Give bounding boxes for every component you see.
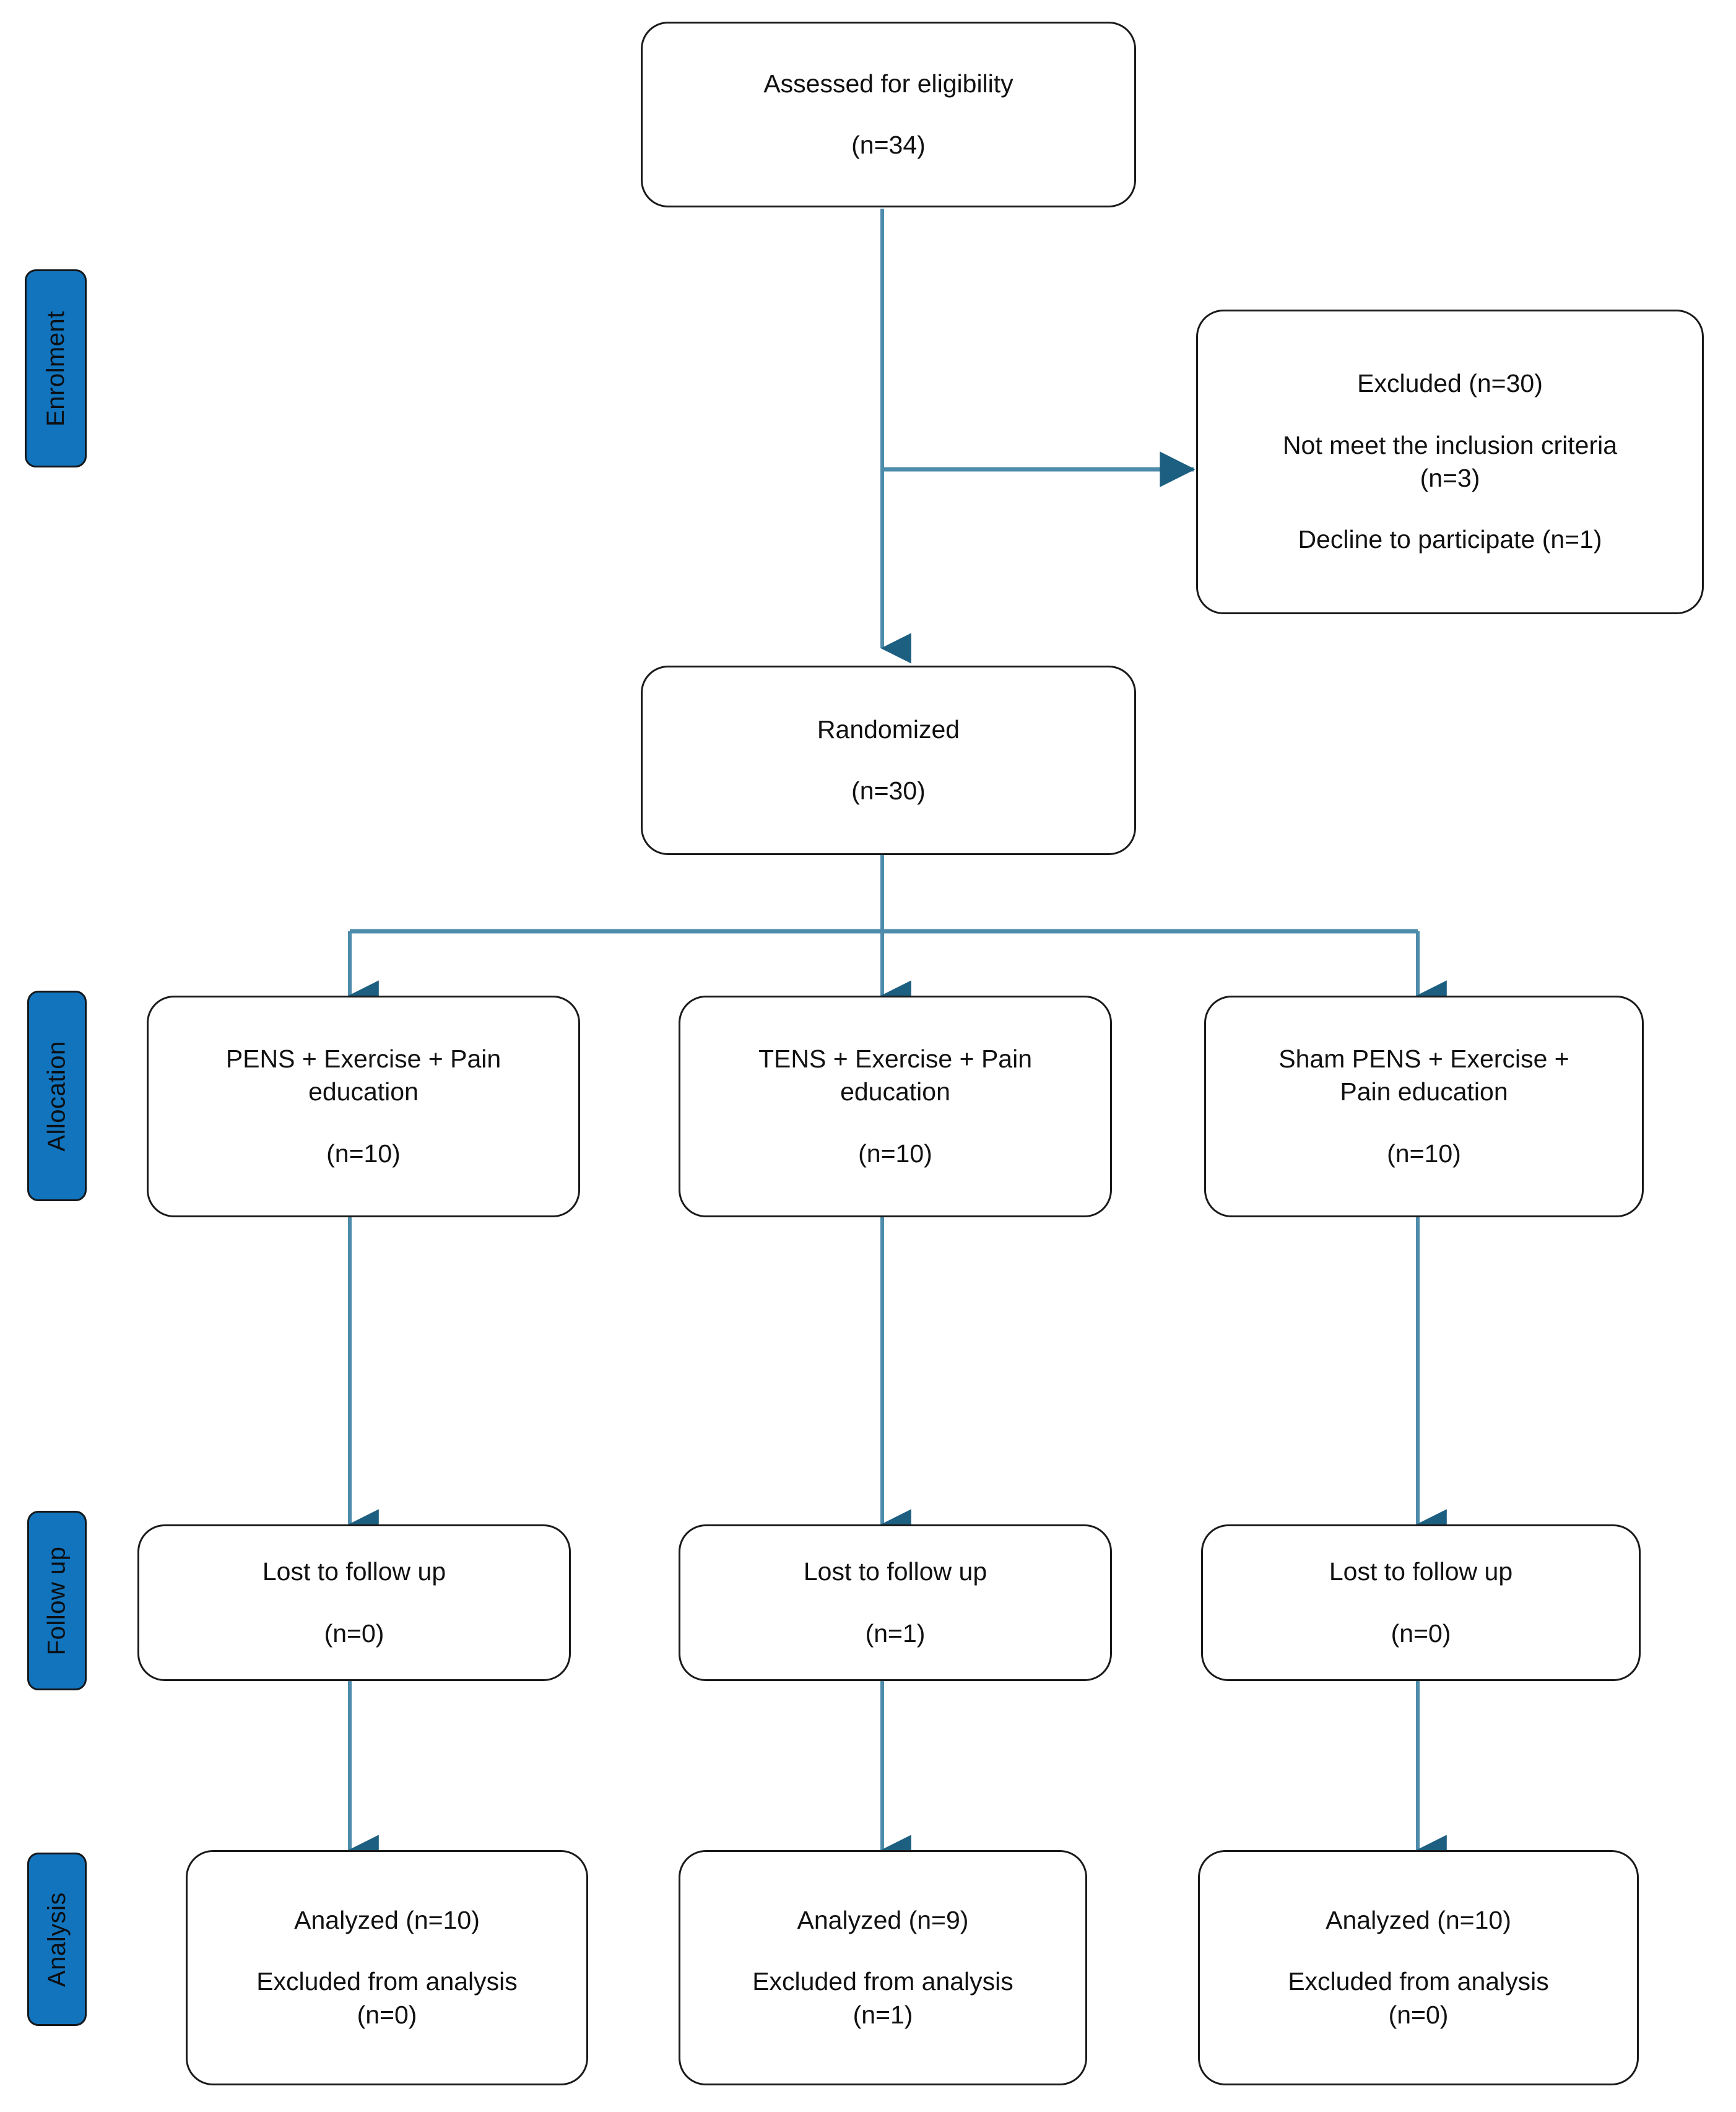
node-excluded-line1: Excluded (n=30) xyxy=(1357,369,1543,398)
node-randomized-line2: (n=30) xyxy=(851,776,926,805)
node-allocation-tens-line2: education xyxy=(840,1077,950,1106)
node-followup-pens-line2: (n=0) xyxy=(324,1619,384,1648)
stage-label-enrolment-text: Enrolment xyxy=(41,310,69,427)
stage-label-enrolment: Enrolment xyxy=(25,269,87,467)
node-analysis-pens-line3: (n=0) xyxy=(357,2000,417,2029)
node-followup-sham-line1: Lost to follow up xyxy=(1329,1557,1513,1586)
node-excluded-line3: (n=3) xyxy=(1420,464,1480,492)
node-analysis-sham-line2: Excluded from analysis xyxy=(1288,1967,1549,1996)
stage-label-analysis-text: Analysis xyxy=(43,1892,71,1987)
node-allocation-pens-line2: education xyxy=(308,1077,419,1106)
stage-label-follow-up: Follow up xyxy=(27,1511,87,1690)
node-followup-pens: Lost to follow up (n=0) xyxy=(137,1524,571,1681)
node-randomized: Randomized (n=30) xyxy=(641,666,1136,855)
stage-label-allocation-text: Allocation xyxy=(43,1040,71,1152)
node-analysis-sham-line3: (n=0) xyxy=(1388,2000,1449,2029)
node-allocation-pens: PENS + Exercise + Pain education (n=10) xyxy=(147,996,580,1217)
node-followup-tens: Lost to follow up (n=1) xyxy=(679,1524,1112,1681)
node-allocation-pens-line1: PENS + Exercise + Pain xyxy=(225,1045,501,1074)
node-analysis-pens-line1: Analyzed (n=10) xyxy=(294,1906,480,1935)
node-allocation-tens-line3: (n=10) xyxy=(858,1139,932,1168)
stage-label-follow-up-text: Follow up xyxy=(43,1546,71,1655)
node-assessed-line1: Assessed for eligibility xyxy=(763,69,1013,98)
node-followup-sham: Lost to follow up (n=0) xyxy=(1201,1524,1641,1681)
node-randomized-line1: Randomized xyxy=(817,715,960,744)
node-allocation-sham-line3: (n=10) xyxy=(1387,1139,1461,1168)
node-followup-tens-line2: (n=1) xyxy=(865,1619,926,1648)
node-followup-tens-line1: Lost to follow up xyxy=(803,1557,987,1586)
node-assessed-for-eligibility: Assessed for eligibility (n=34) xyxy=(641,22,1136,207)
node-allocation-pens-line3: (n=10) xyxy=(326,1139,401,1168)
stage-label-analysis: Analysis xyxy=(27,1853,87,2026)
node-allocation-tens: TENS + Exercise + Pain education (n=10) xyxy=(679,996,1112,1217)
node-followup-pens-line1: Lost to follow up xyxy=(262,1557,446,1586)
node-allocation-sham-line1: Sham PENS + Exercise + xyxy=(1278,1045,1569,1074)
node-followup-sham-line2: (n=0) xyxy=(1391,1619,1451,1648)
node-excluded: Excluded (n=30) Not meet the inclusion c… xyxy=(1196,310,1704,614)
node-excluded-line2: Not meet the inclusion criteria xyxy=(1282,430,1618,459)
node-analysis-tens-line1: Analyzed (n=9) xyxy=(797,1906,969,1935)
stage-label-allocation: Allocation xyxy=(27,991,87,1201)
node-analysis-sham-line1: Analyzed (n=10) xyxy=(1326,1906,1511,1935)
node-analysis-tens: Analyzed (n=9) Excluded from analysis (n… xyxy=(679,1850,1087,2085)
node-assessed-line2: (n=34) xyxy=(851,131,926,159)
node-analysis-pens: Analyzed (n=10) Excluded from analysis (… xyxy=(186,1850,588,2085)
node-analysis-tens-line2: Excluded from analysis xyxy=(752,1967,1013,1996)
node-analysis-sham: Analyzed (n=10) Excluded from analysis (… xyxy=(1198,1850,1639,2085)
node-allocation-sham-line2: Pain education xyxy=(1340,1077,1508,1106)
node-allocation-sham-pens: Sham PENS + Exercise + Pain education (n… xyxy=(1204,996,1644,1217)
node-analysis-tens-line3: (n=1) xyxy=(853,2000,913,2029)
node-allocation-tens-line1: TENS + Exercise + Pain xyxy=(758,1045,1033,1074)
node-excluded-line4: Decline to participate (n=1) xyxy=(1298,525,1602,554)
node-analysis-pens-line2: Excluded from analysis xyxy=(256,1967,518,1996)
